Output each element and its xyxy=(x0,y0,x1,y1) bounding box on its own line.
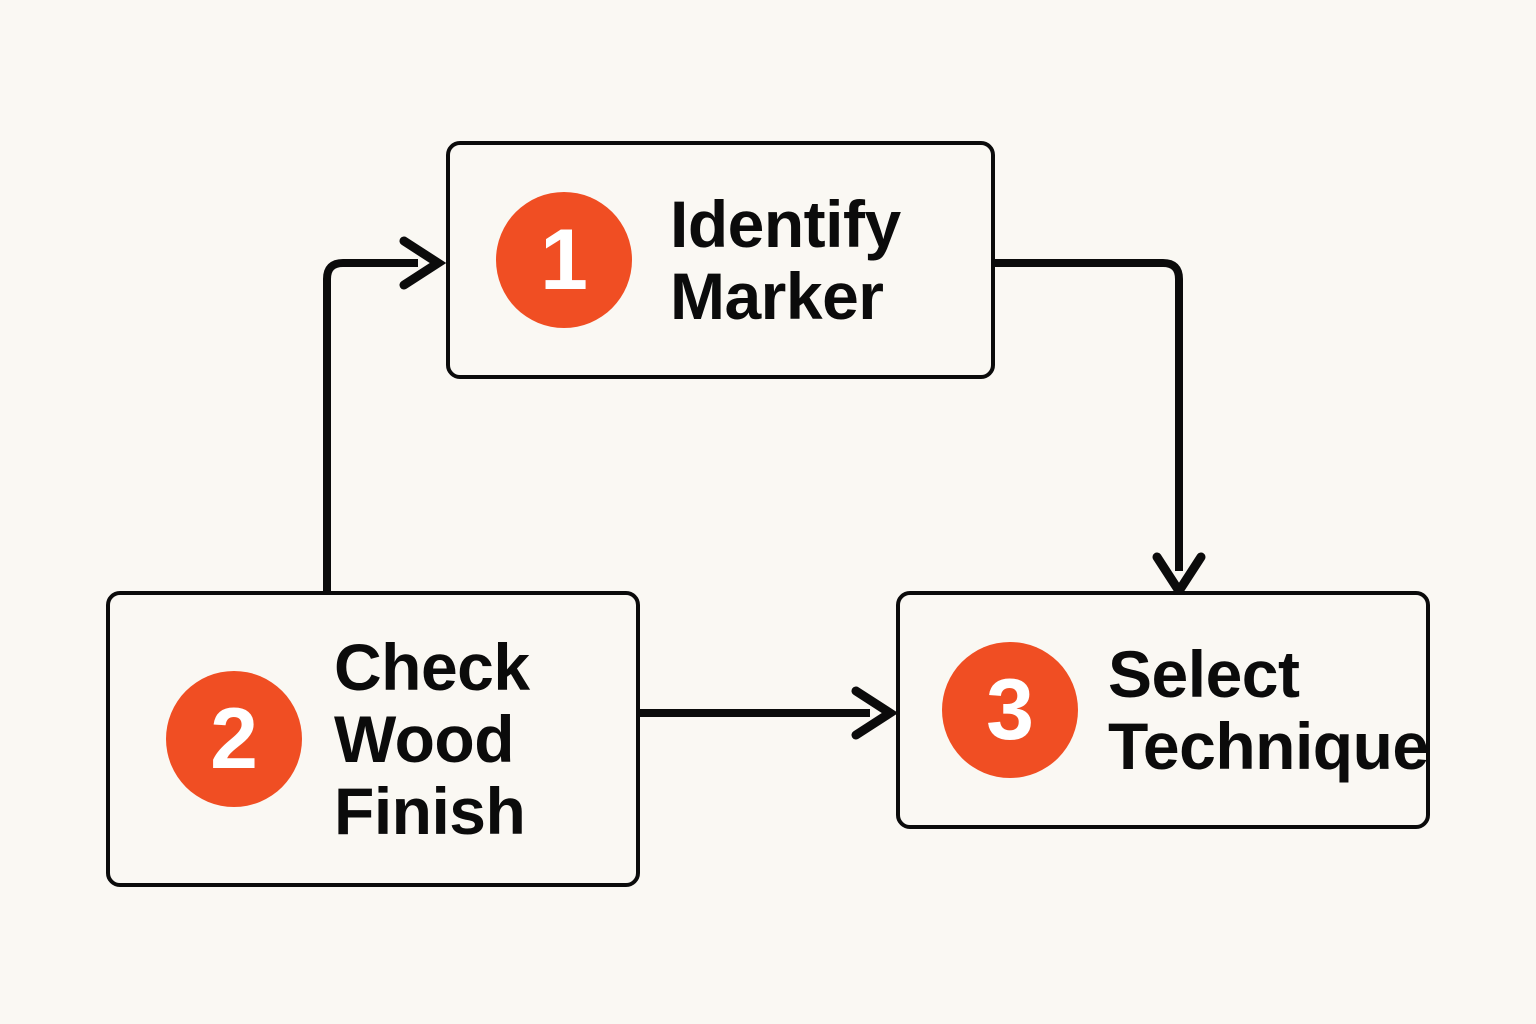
connector-1-to-3-path xyxy=(995,259,1183,571)
numbered-step-circle-icon: 1 xyxy=(496,192,632,328)
connector-1-to-3 xyxy=(995,259,1206,600)
node-label: Select Technique xyxy=(1108,637,1429,783)
connector-2-to-1 xyxy=(323,236,447,593)
arrow-head-icon xyxy=(399,236,447,290)
process-node-check-wood-finish[interactable]: 2 Check Wood Finish xyxy=(106,591,640,887)
process-node-select-technique[interactable]: 3 Select Technique xyxy=(896,591,1430,829)
connector-2-to-3 xyxy=(640,686,899,740)
arrow-head-icon xyxy=(851,686,899,740)
step-number: 1 xyxy=(540,212,588,308)
numbered-step-circle-icon: 3 xyxy=(942,642,1078,778)
numbered-step-circle-icon: 2 xyxy=(166,671,302,807)
connector-2-to-1-path xyxy=(323,259,418,593)
node-label: Identify Marker xyxy=(670,187,901,333)
process-node-identify-marker[interactable]: 1 Identify Marker xyxy=(446,141,995,379)
step-number: 3 xyxy=(986,662,1034,758)
node-label: Check Wood Finish xyxy=(334,630,530,848)
step-number: 2 xyxy=(210,691,258,787)
